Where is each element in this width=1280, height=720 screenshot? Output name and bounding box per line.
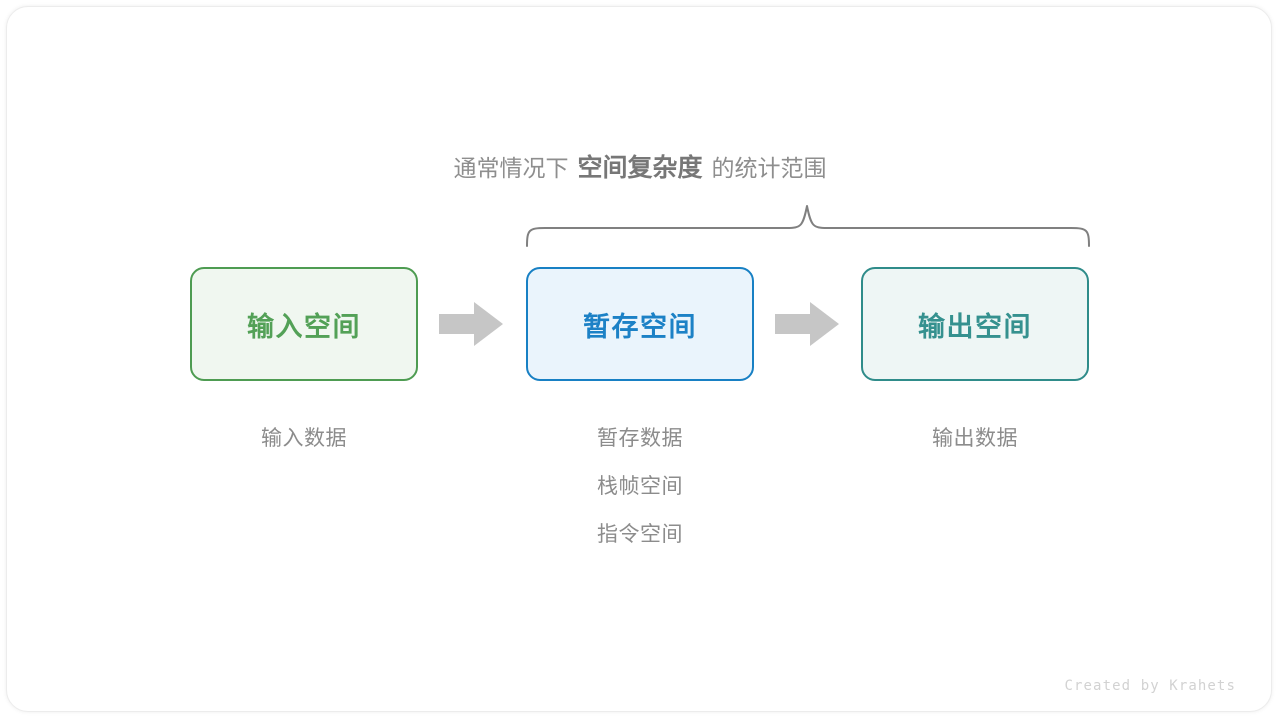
arrow-temp-to-output-icon — [775, 302, 839, 346]
caption-line: 输出数据 — [932, 427, 1018, 450]
title-lead-text: 通常情况下 — [453, 155, 569, 181]
box-temp-space-label: 暂存空间 — [583, 311, 697, 342]
caption-output-space: 输出数据 — [845, 415, 1105, 463]
title-emphasis-text: 空间复杂度 — [577, 154, 703, 182]
box-output-space-label: 输出空间 — [918, 311, 1032, 342]
box-input-space-label: 输入空间 — [247, 311, 361, 342]
caption-line: 输入数据 — [261, 427, 347, 450]
box-output-space[interactable]: 输出空间 — [861, 267, 1089, 381]
title-tail-text: 的统计范围 — [711, 155, 827, 181]
caption-input-space: 输入数据 — [174, 415, 434, 463]
page-title: 通常情况下空间复杂度的统计范围 — [0, 147, 1280, 189]
signature-credit: Created by Krahets — [1064, 678, 1236, 694]
box-input-space[interactable]: 输入空间 — [190, 267, 418, 381]
curly-brace — [526, 205, 1090, 247]
box-temp-space[interactable]: 暂存空间 — [526, 267, 754, 381]
arrow-input-to-temp-icon — [439, 302, 503, 346]
caption-line: 栈帧空间 — [597, 475, 683, 498]
caption-line: 暂存数据 — [597, 427, 683, 450]
caption-temp-space: 暂存数据 栈帧空间 指令空间 — [510, 415, 770, 559]
caption-line: 指令空间 — [597, 523, 683, 546]
